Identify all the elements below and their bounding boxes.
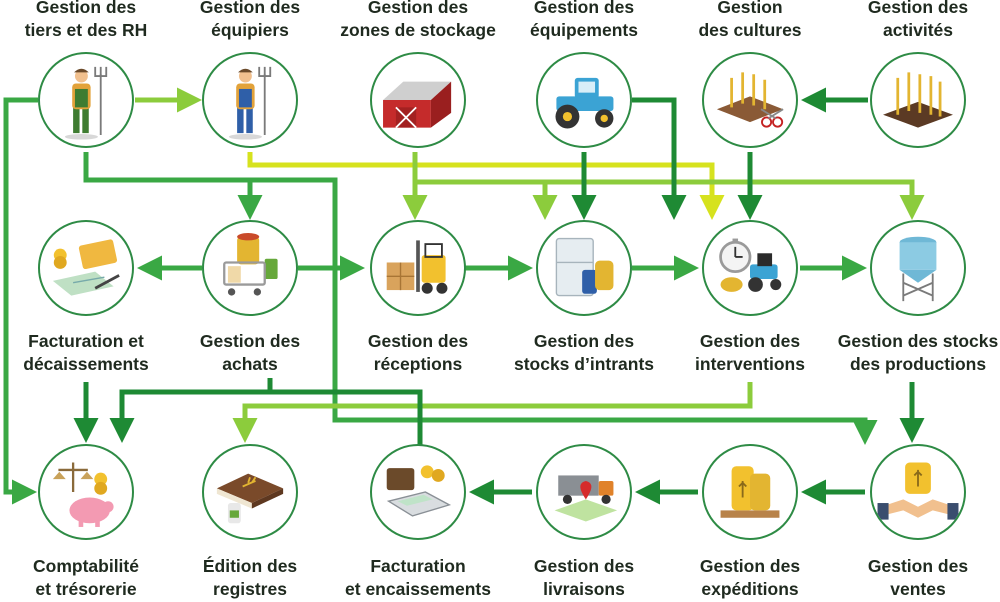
label-stocks-intrants: Gestion des stocks d’intrants [513,331,655,374]
fridge-sacks-icon [555,237,614,297]
piggy-bank-icon [52,462,114,527]
wheat-cut-icon [716,72,784,128]
arrow-zones-to-stocks-intrants [415,179,558,220]
node-receptions[interactable] [370,220,466,316]
tractor-icon [555,77,614,129]
register-book-icon [216,473,284,524]
node-tiers[interactable] [38,52,134,148]
arrow-tiers-to-achats [83,152,263,220]
arrow-tiers-to-comptabilite [3,97,38,505]
label-expeditions: Gestion des expéditions [699,556,801,599]
node-equipements[interactable] [536,52,632,148]
node-registres[interactable] [202,444,298,540]
label-facturation-enc: Facturation et encaissements [345,556,491,599]
arrow-tiers-to-ventes [250,177,878,445]
arrow-equipements-to-interventions [632,97,687,220]
node-expeditions[interactable] [702,444,798,540]
farmer-icon [64,66,108,140]
label-equipements: Gestion des équipements [530,0,638,40]
barn-icon [383,81,452,129]
label-achats: Gestion des achats [199,331,301,374]
node-zones[interactable] [370,52,466,148]
label-cultures: Gestion des cultures [698,0,802,40]
calculator-wallet-icon [386,465,452,517]
stopwatch-tractor-icon [719,238,782,292]
label-ventes: Gestion des ventes [867,556,969,599]
node-activites[interactable] [870,52,966,148]
label-registres: Édition des registres [202,556,298,599]
arrow-achats-to-comptabilite [109,378,273,443]
label-equipiers: Gestion des équipiers [199,0,301,40]
node-achats[interactable] [202,220,298,316]
node-facturation-dec[interactable] [38,220,134,316]
arrow-zones-to-stocks-productions [545,179,925,220]
label-receptions: Gestion des réceptions [367,331,469,374]
label-facturation-dec: Facturation et décaissements [23,331,149,374]
handshake-icon [877,462,959,520]
label-comptabilite: Comptabilité et trésorerie [33,556,139,599]
arrow-interventions-to-registres [232,382,753,443]
node-interventions[interactable] [702,220,798,316]
label-livraisons: Gestion des livraisons [533,556,635,599]
farmer-pitchfork-icon [228,66,272,140]
label-activites: Gestion des activités [867,0,969,40]
pallet-sacks-icon [720,466,780,518]
node-stocks-intrants[interactable] [536,220,632,316]
node-ventes[interactable] [870,444,966,540]
node-livraisons[interactable] [536,444,632,540]
label-zones: Gestion des zones de stockage [340,0,496,40]
forklift-icon [386,240,448,294]
silo-icon [899,236,937,302]
node-comptabilite[interactable] [38,444,134,540]
node-cultures[interactable] [702,52,798,148]
label-tiers: Gestion des tiers et des RH [24,0,148,40]
node-facturation-enc[interactable] [370,444,466,540]
checkbook-icon [52,239,120,296]
line-facturation-enc-to-comptabilite [250,389,423,446]
arrow-equipiers-to-interventions [247,152,725,220]
label-interventions: Gestion des interventions [695,331,805,374]
shopping-cart-icon [223,233,278,296]
node-equipiers[interactable] [202,52,298,148]
label-stocks-productions: Gestion des stocks des productions [837,331,999,374]
truck-map-icon [554,475,618,522]
wheat-field-icon [883,72,953,128]
node-stocks-productions[interactable] [870,220,966,316]
